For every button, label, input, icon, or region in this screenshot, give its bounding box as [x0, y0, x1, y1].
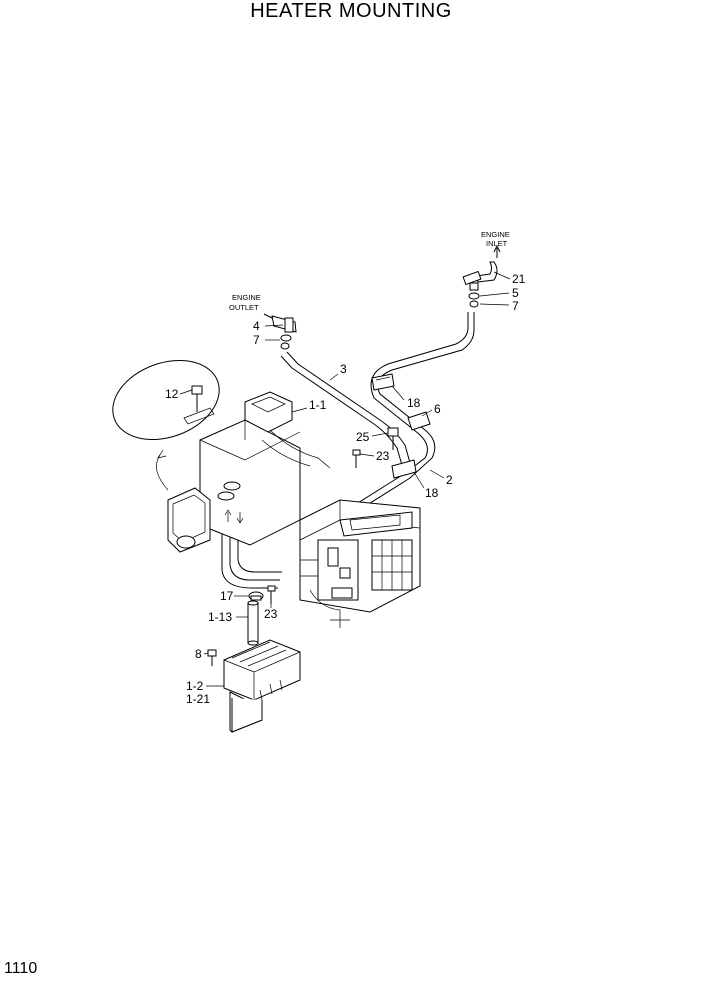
callout-7-top: 7 [512, 299, 519, 313]
callout-23-top: 23 [376, 449, 390, 463]
hose-2 [333, 312, 475, 523]
hose-heater-loop [221, 490, 282, 589]
engine-outlet-label-line1: ENGINE [232, 293, 261, 302]
engine-outlet-assembly [263, 313, 297, 350]
callout-1-21: 1-21 [186, 692, 210, 706]
bolt-17 [248, 591, 264, 601]
engine-inlet-assembly [462, 244, 501, 308]
callout-23-bottom: 23 [264, 607, 278, 621]
callout-1-1: 1-1 [309, 398, 327, 412]
vent-grid [371, 539, 413, 591]
callout-12: 12 [165, 387, 179, 401]
callout-18-bottom: 18 [425, 486, 439, 500]
bolt-12-detail [112, 359, 220, 491]
callout-4: 4 [253, 319, 260, 333]
callout-25: 25 [356, 430, 370, 444]
clamp-18-top [371, 373, 395, 391]
page-title: HEATER MOUNTING [250, 0, 452, 22]
bolt-25 [387, 427, 399, 450]
rod-1-13 [247, 600, 259, 646]
bolt-23-top [352, 449, 361, 468]
callout-5: 5 [512, 286, 519, 300]
clamp-6 [407, 411, 431, 431]
control-box [299, 499, 421, 628]
callout-3: 3 [340, 362, 347, 376]
callout-18-top: 18 [407, 396, 421, 410]
callout-7: 7 [253, 333, 260, 347]
callout-6: 6 [434, 402, 441, 416]
bolt-23-bottom [267, 585, 276, 604]
callout-2: 2 [446, 473, 453, 487]
engine-outlet-label-line2: OUTLET [229, 303, 259, 312]
callout-21: 21 [512, 272, 526, 286]
callout-8: 8 [195, 647, 202, 661]
callout-1-13: 1-13 [208, 610, 232, 624]
engine-inlet-label-line2: INLET [486, 239, 508, 248]
filter-box [223, 639, 301, 733]
page-number: 1110 [4, 960, 38, 977]
clamp-18-bottom [391, 459, 417, 479]
callout-17: 17 [220, 589, 234, 603]
engine-inlet-label-line1: ENGINE [481, 230, 510, 239]
callout-1-2: 1-2 [186, 679, 204, 693]
heater-unit [167, 391, 331, 553]
leader-lines [179, 271, 511, 687]
screw-8 [207, 649, 217, 666]
